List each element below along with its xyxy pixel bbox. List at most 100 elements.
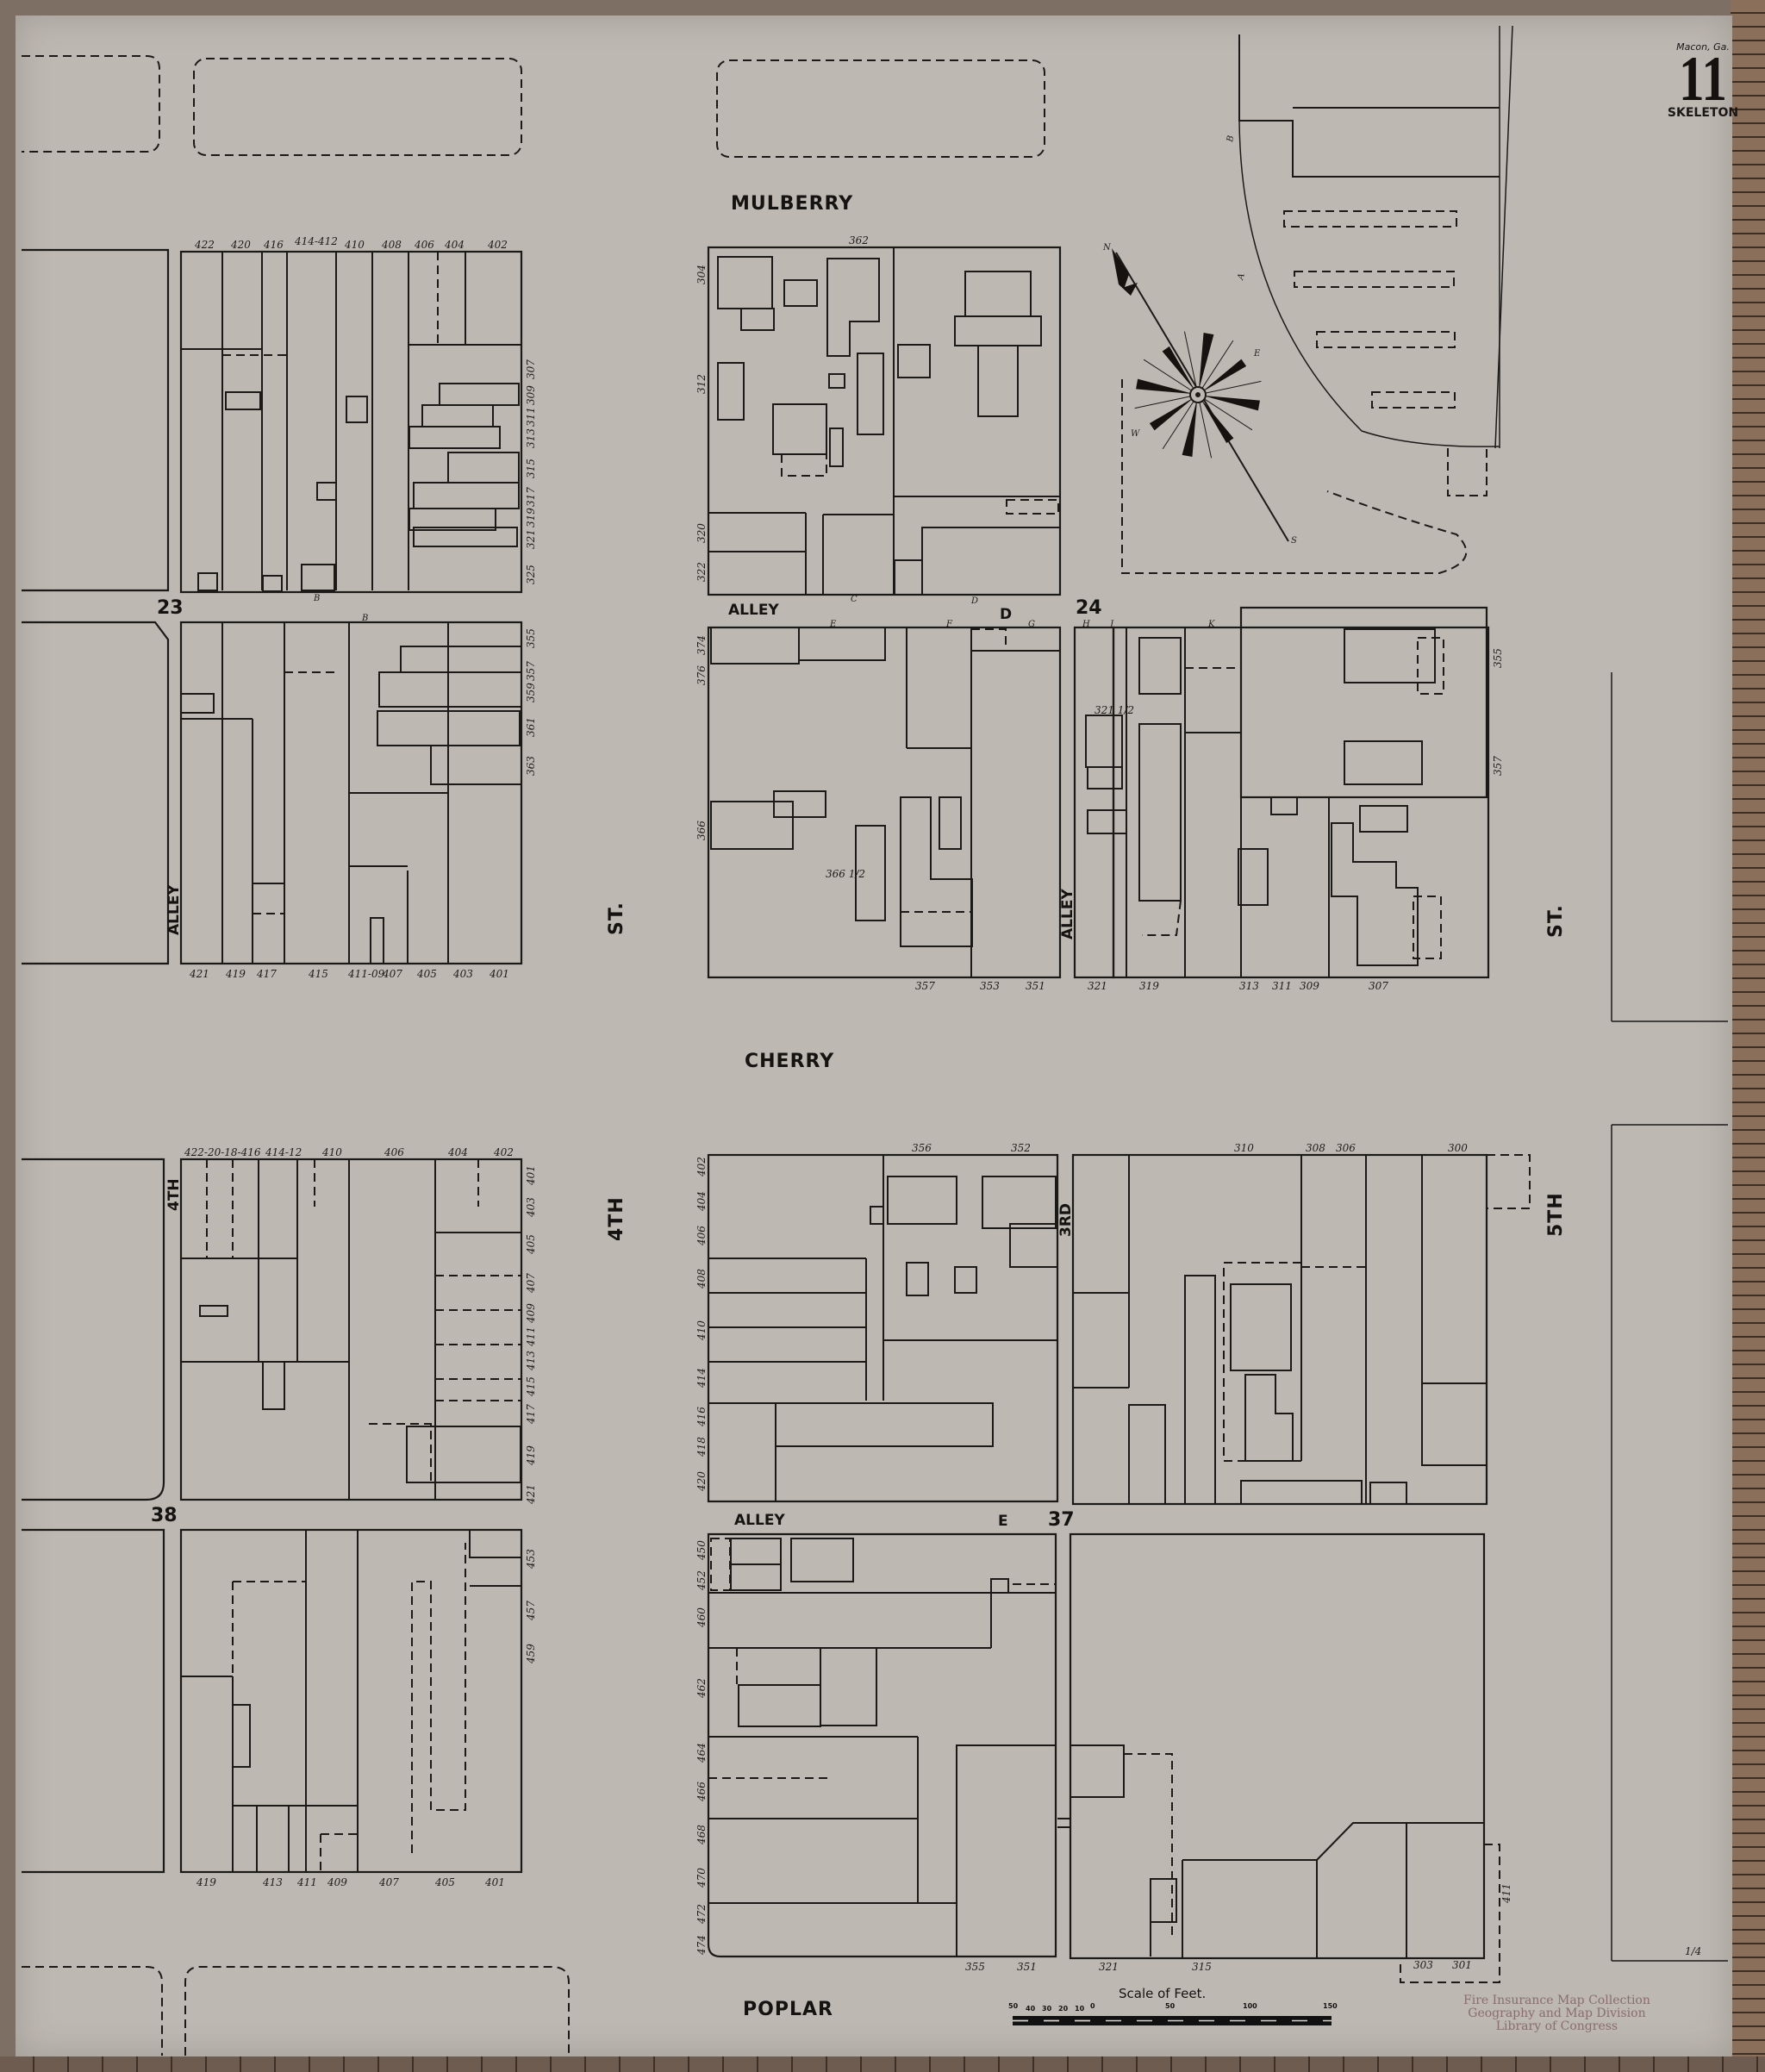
svg-text:355: 355 xyxy=(525,628,537,648)
svg-text:309: 309 xyxy=(1300,980,1319,992)
svg-text:374: 374 xyxy=(695,635,708,655)
svg-text:420: 420 xyxy=(230,239,251,251)
svg-text:462: 462 xyxy=(695,1678,708,1699)
svg-text:410: 410 xyxy=(695,1320,708,1341)
svg-text:453: 453 xyxy=(525,1549,537,1570)
letter-b: B xyxy=(313,594,320,603)
street-label-cherry: CHERRY xyxy=(745,1051,834,1072)
svg-text:401: 401 xyxy=(525,1165,537,1186)
street-label-4th: 4TH xyxy=(606,1196,627,1241)
svg-text:401: 401 xyxy=(484,1876,505,1888)
section-letter-d: D xyxy=(1000,606,1012,623)
svg-text:30: 30 xyxy=(1042,2005,1052,2013)
measuring-ruler-right xyxy=(1731,0,1765,2072)
svg-text:459: 459 xyxy=(525,1644,537,1664)
letter-k: K xyxy=(1207,620,1215,629)
sheet-kind: SKELETON xyxy=(1667,106,1739,120)
letter-b2: B xyxy=(361,614,368,623)
stamp-line-1: Fire Insurance Map Collection xyxy=(1463,1994,1650,2007)
street-label-4th-west: 4TH xyxy=(165,1178,183,1211)
svg-text:325: 325 xyxy=(525,565,537,584)
street-label-3rd: 3RD xyxy=(1057,1203,1075,1237)
svg-text:307: 307 xyxy=(525,359,537,379)
svg-text:407: 407 xyxy=(378,1876,399,1888)
svg-text:355: 355 xyxy=(965,1961,985,1973)
map-drawing: N E W S MULBERRY CHERRY POPLAR ST. 4TH S… xyxy=(22,25,1728,2056)
svg-text:357: 357 xyxy=(915,980,935,992)
block-north-center xyxy=(707,246,1062,596)
svg-text:401: 401 xyxy=(489,968,509,980)
stamp-line-2: Geography and Map Division xyxy=(1468,2006,1646,2020)
letter-j: J xyxy=(1108,620,1114,629)
block-south-east xyxy=(1071,1153,1531,1506)
svg-text:50: 50 xyxy=(1165,2002,1176,2010)
svg-text:321 1/2: 321 1/2 xyxy=(1095,704,1134,716)
svg-text:418: 418 xyxy=(695,1437,708,1457)
svg-text:320: 320 xyxy=(695,523,708,543)
svg-text:319: 319 xyxy=(1139,980,1159,992)
svg-text:417: 417 xyxy=(256,968,277,980)
svg-text:409: 409 xyxy=(525,1303,537,1324)
compass-s-label: S xyxy=(1291,536,1297,546)
svg-text:311: 311 xyxy=(525,407,537,427)
svg-text:405: 405 xyxy=(525,1234,537,1255)
svg-text:40: 40 xyxy=(1026,2005,1036,2013)
svg-text:50: 50 xyxy=(1008,2002,1019,2010)
block-south-center xyxy=(707,1153,1059,1503)
svg-text:409: 409 xyxy=(327,1876,347,1888)
library-of-congress-stamp: Fire Insurance Map Collection Geography … xyxy=(1463,1994,1650,2033)
svg-text:100: 100 xyxy=(1243,2002,1257,2010)
svg-text:406: 406 xyxy=(414,239,434,251)
svg-text:402: 402 xyxy=(695,1157,708,1177)
map-sheet[interactable]: N E W S MULBERRY CHERRY POPLAR ST. 4TH S… xyxy=(16,16,1738,2056)
svg-text:363: 363 xyxy=(525,756,537,776)
svg-text:315: 315 xyxy=(1192,1961,1212,1973)
svg-text:403: 403 xyxy=(525,1197,537,1218)
block-center xyxy=(707,626,1062,979)
svg-text:414-12: 414-12 xyxy=(265,1146,302,1158)
letter-h: H xyxy=(1082,620,1090,629)
svg-text:410: 410 xyxy=(321,1146,342,1158)
svg-text:317: 317 xyxy=(525,487,537,507)
block-sw-upper xyxy=(22,1158,523,1501)
svg-text:406: 406 xyxy=(384,1146,404,1158)
svg-text:357: 357 xyxy=(525,661,537,681)
svg-text:420: 420 xyxy=(695,1471,708,1492)
svg-text:416: 416 xyxy=(263,239,284,251)
block-38 xyxy=(22,1528,523,1874)
svg-text:414: 414 xyxy=(695,1368,708,1389)
alley-label-nw: ALLEY xyxy=(165,884,183,935)
svg-text:450: 450 xyxy=(695,1540,708,1561)
svg-text:351: 351 xyxy=(1017,1961,1037,1973)
street-label-5th-st: ST. xyxy=(1545,904,1567,938)
svg-text:422-20-18-416: 422-20-18-416 xyxy=(184,1146,261,1158)
svg-text:470: 470 xyxy=(695,1868,708,1888)
svg-text:408: 408 xyxy=(381,239,402,251)
svg-text:321: 321 xyxy=(525,529,537,549)
svg-text:0: 0 xyxy=(1090,2002,1095,2010)
compass-e-label: E xyxy=(1253,349,1261,359)
svg-text:366 1/2: 366 1/2 xyxy=(826,868,865,880)
svg-text:474: 474 xyxy=(695,1935,708,1956)
svg-text:301: 301 xyxy=(1452,1959,1472,1971)
svg-text:10: 10 xyxy=(1075,2005,1085,2013)
svg-text:356: 356 xyxy=(912,1142,932,1154)
svg-text:310: 310 xyxy=(1234,1142,1254,1154)
svg-text:1/4: 1/4 xyxy=(1685,1945,1701,1957)
svg-text:472: 472 xyxy=(695,1904,708,1925)
svg-text:466: 466 xyxy=(695,1782,708,1802)
svg-text:352: 352 xyxy=(1011,1142,1031,1154)
svg-text:307: 307 xyxy=(1369,980,1388,992)
scale-of-feet: Scale of Feet. 50 40 30 20 10 0 50 100 1… xyxy=(1008,1986,1338,2025)
railroad-area xyxy=(1121,25,1728,1962)
svg-text:402: 402 xyxy=(487,239,508,251)
svg-text:359: 359 xyxy=(525,683,537,702)
svg-text:300: 300 xyxy=(1448,1142,1468,1154)
svg-text:404: 404 xyxy=(444,239,465,251)
north-dashed-blocks xyxy=(22,55,1045,158)
block-37-west xyxy=(707,1532,1057,1958)
svg-text:413: 413 xyxy=(525,1351,537,1371)
svg-text:404: 404 xyxy=(447,1146,468,1158)
letter-d-small: D xyxy=(970,596,978,606)
svg-text:315: 315 xyxy=(525,459,537,478)
